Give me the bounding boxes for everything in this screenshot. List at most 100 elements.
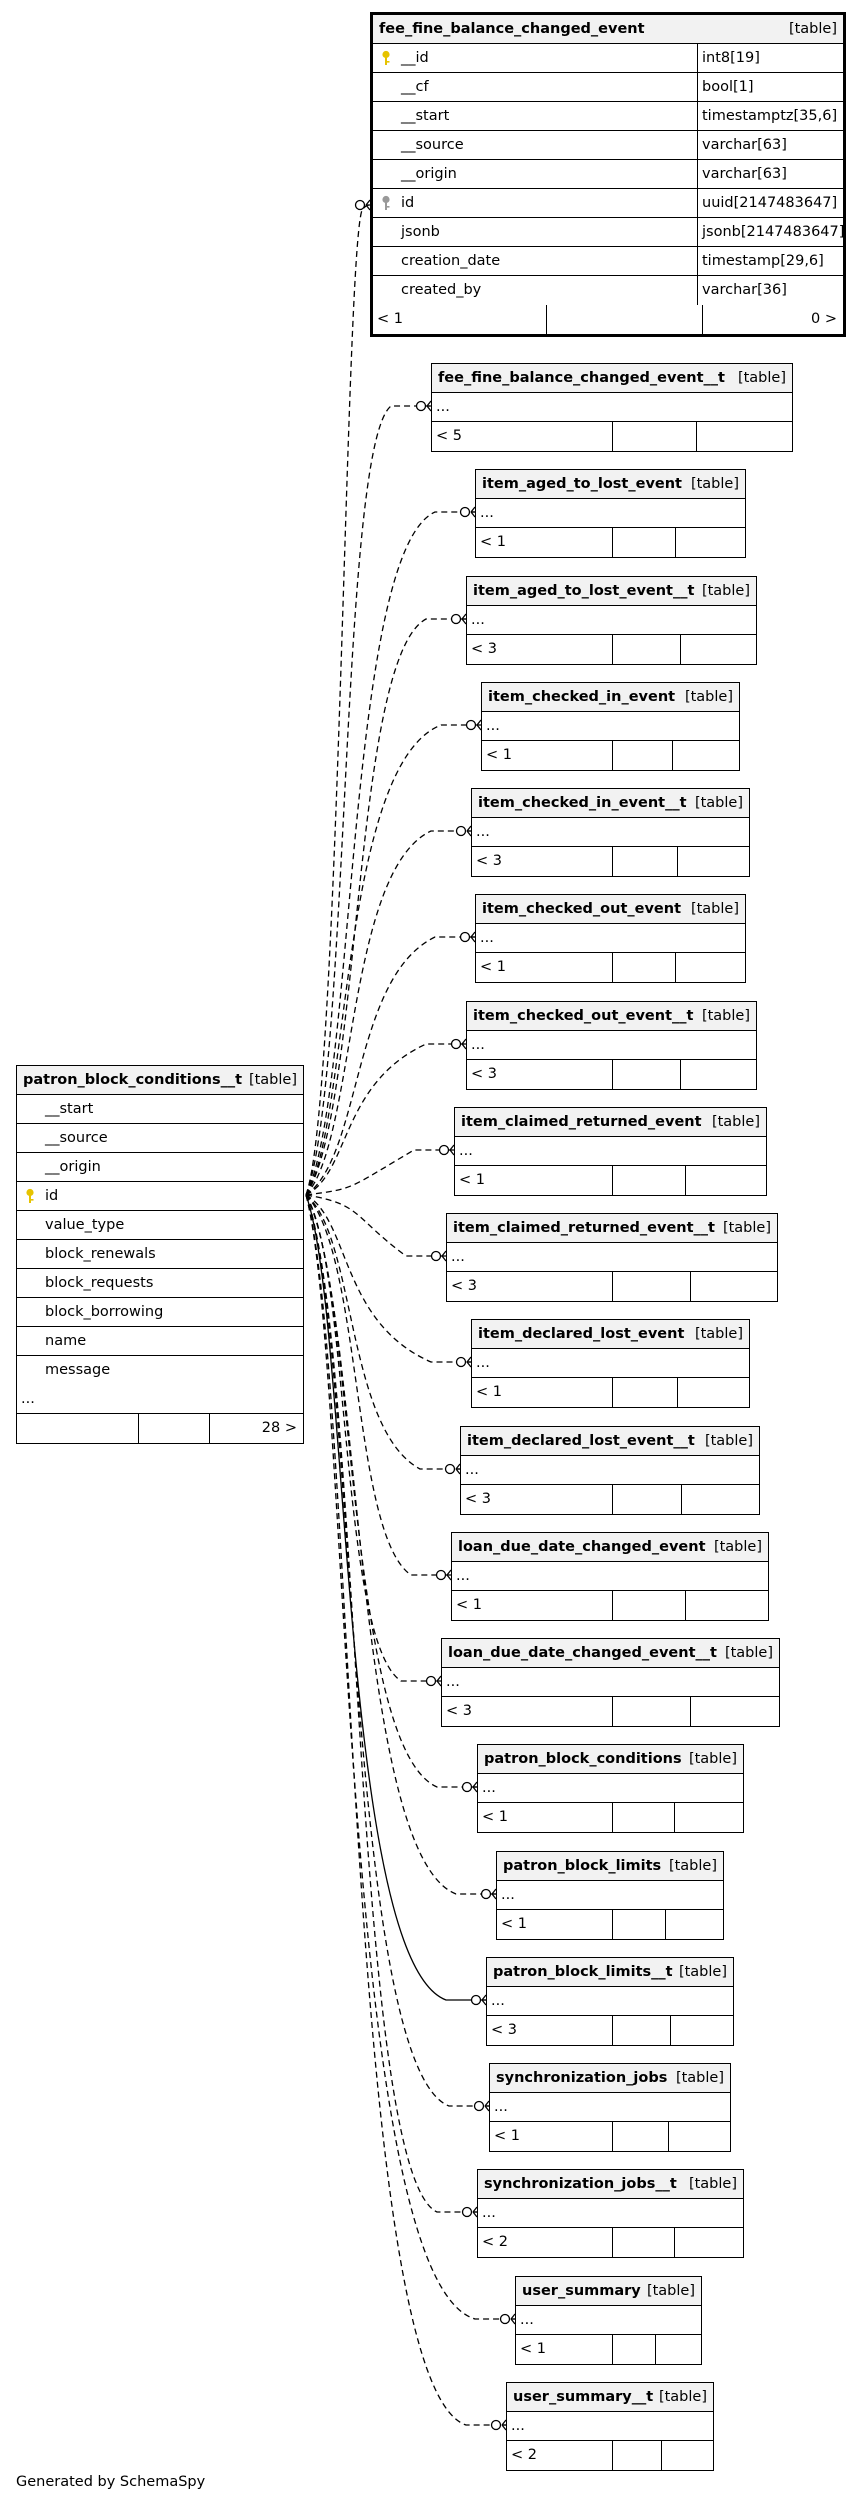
column-row[interactable]: message xyxy=(17,1356,303,1385)
parent-count[interactable]: < 1 xyxy=(373,305,547,334)
column-row[interactable]: name xyxy=(17,1327,303,1356)
parent-count[interactable]: < 5 xyxy=(432,422,613,451)
child-table[interactable]: item_claimed_returned_event__t[table]...… xyxy=(446,1213,778,1302)
child-table[interactable]: user_summary[table]...< 1 xyxy=(515,2276,702,2365)
parent-count[interactable]: < 1 xyxy=(455,1166,613,1195)
column-name: __start xyxy=(45,1101,94,1117)
parent-count[interactable]: < 3 xyxy=(447,1272,613,1301)
edge-0 xyxy=(305,405,431,1196)
column-row[interactable]: block_borrowing xyxy=(17,1298,303,1327)
edge-5 xyxy=(305,936,475,1196)
edge-14 xyxy=(305,1194,496,1895)
child-table[interactable]: synchronization_jobs[table]...< 1 xyxy=(489,2063,731,2152)
parent-count[interactable]: < 3 xyxy=(442,1697,613,1726)
column-row[interactable]: value_type xyxy=(17,1211,303,1240)
parent-count[interactable]: < 1 xyxy=(482,741,613,770)
child-table[interactable]: item_declared_lost_event[table]...< 1 xyxy=(471,1319,750,1408)
column-name: created_by xyxy=(401,282,482,298)
column-row[interactable]: __start xyxy=(17,1095,303,1124)
focus-table[interactable]: fee_fine_balance_changed_event [table] _… xyxy=(370,12,846,337)
parent-count[interactable]: < 1 xyxy=(476,528,613,557)
edge-to-focus-end-circle xyxy=(354,199,366,211)
child-table[interactable]: item_claimed_returned_event[table]...< 1 xyxy=(454,1107,767,1196)
column-row[interactable]: block_renewals xyxy=(17,1240,303,1269)
ellipsis: ... xyxy=(459,1143,473,1159)
table-footer: < 1 0 > xyxy=(373,305,843,334)
child-table[interactable]: user_summary__t[table]...< 2 xyxy=(506,2382,714,2471)
parent-table[interactable]: patron_block_conditions__t [table] __sta… xyxy=(16,1065,304,1444)
column-row[interactable]: id xyxy=(17,1182,303,1211)
child-table[interactable]: item_checked_out_event__t[table]...< 3 xyxy=(466,1001,757,1090)
parent-count[interactable]: < 1 xyxy=(478,1803,613,1832)
parent-count[interactable]: < 3 xyxy=(461,1485,613,1514)
edge-19-end-crow xyxy=(501,2419,507,2431)
parent-count[interactable]: < 1 xyxy=(497,1910,613,1939)
child-table[interactable]: item_aged_to_lost_event[table]...< 1 xyxy=(475,469,746,558)
child-table[interactable]: item_declared_lost_event__t[table]...< 3 xyxy=(460,1426,760,1515)
parent-count[interactable]: < 3 xyxy=(487,2016,613,2045)
table-type: [table] xyxy=(678,1964,727,1980)
child-table[interactable]: loan_due_date_changed_event[table]...< 1 xyxy=(451,1532,769,1621)
child-count[interactable]: 28 > xyxy=(261,1420,297,1436)
primary-key-icon xyxy=(26,1188,34,1203)
column-type: jsonb[2147483647] xyxy=(697,218,843,246)
edge-18 xyxy=(305,1194,515,2320)
edge-3-end-circle xyxy=(465,719,477,731)
parent-count[interactable]: < 1 xyxy=(516,2335,613,2364)
column-type: timestamptz[35,6] xyxy=(697,102,837,130)
child-table[interactable]: fee_fine_balance_changed_event__t[table]… xyxy=(431,363,793,452)
edge-5-end-crow xyxy=(470,931,476,943)
child-table[interactable]: patron_block_limits[table]...< 1 xyxy=(496,1851,724,1940)
child-table[interactable]: patron_block_conditions[table]...< 1 xyxy=(477,1744,744,1833)
footer-spacer xyxy=(613,1272,691,1301)
parent-count[interactable]: < 2 xyxy=(507,2441,613,2470)
parent-count[interactable]: < 1 xyxy=(472,1378,613,1407)
column-row[interactable]: block_requests xyxy=(17,1269,303,1298)
child-table[interactable]: item_checked_in_event[table]...< 1 xyxy=(481,682,740,771)
footer-spacer xyxy=(613,1910,666,1939)
column-row[interactable]: __origin xyxy=(17,1153,303,1182)
column-row[interactable]: __source xyxy=(17,1124,303,1153)
table-name: item_checked_out_event__t xyxy=(473,1008,694,1024)
child-table[interactable]: item_aged_to_lost_event__t[table]...< 3 xyxy=(466,576,757,665)
table-footer: < 5 xyxy=(432,422,792,451)
footer-spacer xyxy=(613,1166,686,1195)
child-table[interactable]: patron_block_limits__t[table]...< 3 xyxy=(486,1957,734,2046)
edge-6-end-circle xyxy=(450,1038,462,1050)
parent-count[interactable]: < 1 xyxy=(452,1591,613,1620)
child-table[interactable]: synchronization_jobs__t[table]...< 2 xyxy=(477,2169,744,2258)
child-table[interactable]: loan_due_date_changed_event__t[table]...… xyxy=(441,1638,780,1727)
parent-count[interactable]: < 3 xyxy=(467,635,613,664)
parent-count[interactable]: < 3 xyxy=(467,1060,613,1089)
child-table[interactable]: item_checked_out_event[table]...< 1 xyxy=(475,894,746,983)
child-table[interactable]: item_checked_in_event__t[table]...< 3 xyxy=(471,788,750,877)
more-columns: ... xyxy=(497,1881,723,1910)
child-count xyxy=(681,635,756,664)
parent-count[interactable]: < 1 xyxy=(476,953,613,982)
more-columns: ... xyxy=(467,1031,756,1060)
table-name: loan_due_date_changed_event__t xyxy=(448,1645,717,1661)
child-count[interactable]: 0 > xyxy=(811,311,837,327)
child-count xyxy=(676,953,745,982)
table-name: patron_block_limits xyxy=(503,1858,662,1874)
table-header: item_declared_lost_event[table] xyxy=(472,1320,749,1349)
table-footer: < 3 xyxy=(447,1272,777,1301)
table-header: user_summary__t[table] xyxy=(507,2383,713,2412)
parent-count[interactable]: < 2 xyxy=(478,2228,613,2257)
parent-count[interactable]: < 3 xyxy=(472,847,613,876)
parent-count[interactable]: < 1 xyxy=(490,2122,613,2151)
edge-5-end-circle xyxy=(459,931,471,943)
edge-17 xyxy=(305,1194,477,2213)
edge-3-end-crow xyxy=(476,719,482,731)
table-header: patron_block_limits[table] xyxy=(497,1852,723,1881)
table-header: item_checked_in_event__t[table] xyxy=(472,789,749,818)
